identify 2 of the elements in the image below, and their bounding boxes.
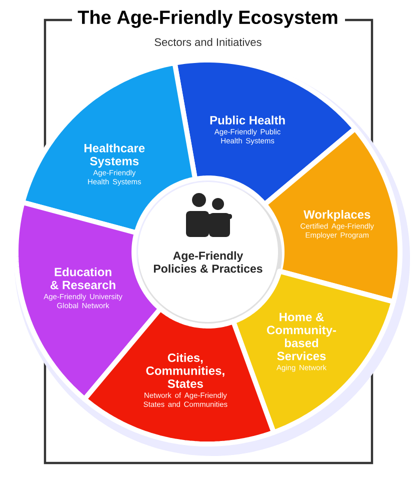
subtitle: Sectors and Initiatives <box>154 38 262 46</box>
title: The Age-Friendly Ecosystem <box>78 10 338 28</box>
